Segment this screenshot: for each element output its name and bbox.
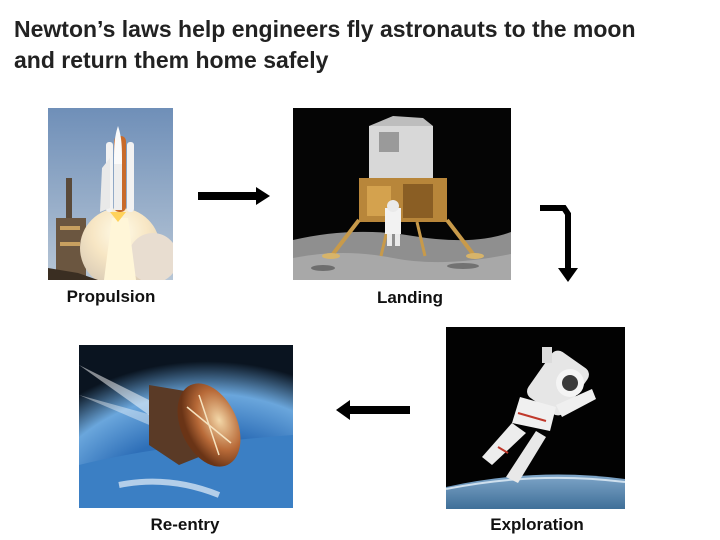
arrow-down-icon bbox=[540, 205, 578, 282]
arrow-left-icon bbox=[336, 400, 410, 420]
step-label-landing: Landing bbox=[376, 288, 444, 307]
step-label-propulsion: Propulsion bbox=[66, 287, 156, 306]
slide-title: Newton’s laws help engineers fly astrona… bbox=[14, 14, 714, 76]
title-line-1: Newton’s laws help engineers fly astrona… bbox=[14, 16, 636, 42]
lunar-module-image bbox=[293, 108, 511, 280]
step-label-reentry: Re-entry bbox=[150, 515, 220, 534]
shuttle-launch-image bbox=[48, 108, 173, 280]
title-line-2: and return them home safely bbox=[14, 47, 329, 73]
step-label-exploration: Exploration bbox=[490, 515, 584, 534]
astronaut-spacewalk-image bbox=[446, 327, 625, 509]
capsule-reentry-image bbox=[79, 345, 293, 508]
arrow-right-icon bbox=[198, 187, 270, 205]
